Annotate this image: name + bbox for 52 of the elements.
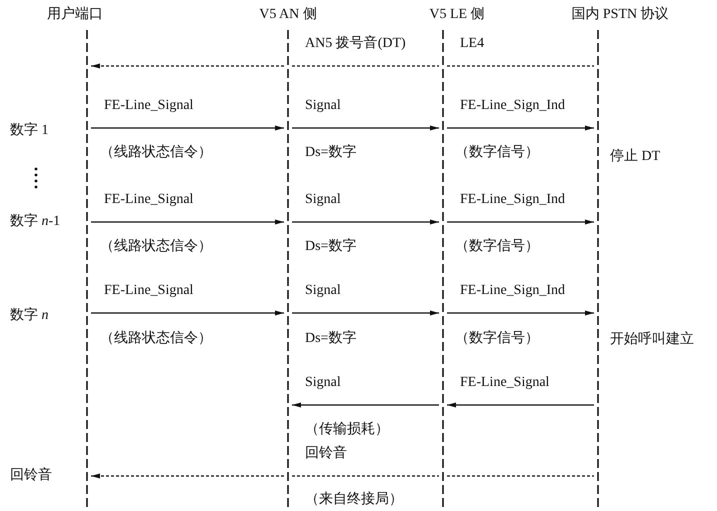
note-text: （线路状态信令）: [100, 239, 212, 255]
arrow: [447, 220, 594, 224]
arrow: [91, 126, 284, 130]
note-text: Ds=数字: [305, 145, 356, 161]
note-text: （数字信号）: [455, 239, 539, 255]
lifeline-header: V5 AN 侧: [259, 7, 317, 23]
edge-label: FE-Line_Signal: [104, 98, 194, 114]
edge-label: FE-Line_Signal: [460, 375, 550, 391]
note-text: 停止 DT: [610, 149, 660, 165]
edge-label: FE-Line_Sign_Ind: [460, 98, 565, 114]
edge-label: LE4: [460, 36, 484, 52]
edge-label: Signal: [305, 283, 341, 299]
edge-label: 回铃音: [305, 446, 347, 462]
note-text: （来自终接局）: [305, 492, 403, 508]
edge-label: FE-Line_Signal: [104, 192, 194, 208]
arrow: [447, 402, 594, 408]
arrow: [292, 402, 439, 408]
edge-label: AN5 拨号音(DT): [305, 36, 406, 52]
dashed-line: [292, 65, 439, 67]
dashed-line: [447, 65, 594, 67]
note-text: 回铃音: [10, 468, 52, 484]
arrow: [91, 310, 284, 316]
lifeline-header: 用户端口: [47, 7, 103, 23]
edge-label: Signal: [305, 98, 341, 114]
note-text: Ds=数字: [305, 331, 356, 347]
edge-label: FE-Line_Sign_Ind: [460, 192, 565, 208]
note-text: （线路状态信令）: [100, 331, 212, 347]
arrow: [292, 126, 439, 130]
edge-label: FE-Line_Sign_Ind: [460, 283, 565, 299]
note-text: Ds=数字: [305, 239, 356, 255]
arrow: [292, 220, 439, 224]
note-text: （数字信号）: [455, 331, 539, 347]
note-text: 数字 n: [10, 308, 48, 324]
arrow: [447, 126, 594, 130]
edge-label: FE-Line_Signal: [104, 283, 194, 299]
note-text: （数字信号）: [455, 145, 539, 161]
note-text: （线路状态信令）: [100, 145, 212, 161]
dashed-arrow: [91, 64, 284, 68]
lifeline-header: 国内 PSTN 协议: [571, 7, 669, 23]
edge-label: Signal: [305, 192, 341, 208]
arrow: [91, 220, 284, 224]
lifeline-header: V5 LE 侧: [429, 7, 485, 23]
dashed-line: [447, 475, 594, 477]
edge-label: Signal: [305, 375, 341, 391]
note-text: 数字 n-1: [10, 214, 60, 230]
arrow: [447, 310, 594, 316]
dashed-line: [292, 475, 439, 477]
note-text: 开始呼叫建立: [610, 332, 694, 348]
note-text: 数字 1: [10, 123, 48, 139]
note-text: （传输损耗）: [305, 422, 389, 438]
dashed-arrow: [91, 474, 284, 478]
arrow: [292, 310, 439, 316]
